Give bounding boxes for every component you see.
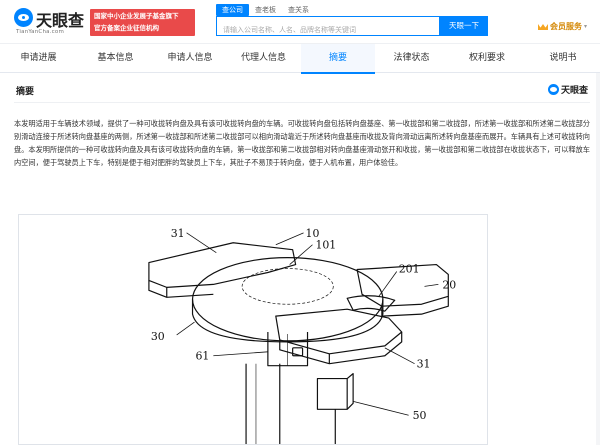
search-tab-boss[interactable]: 查老板 — [255, 6, 276, 14]
leader-31b — [384, 347, 415, 365]
search-tab-relation[interactable]: 查关系 — [288, 6, 309, 14]
site-logo[interactable]: 天眼查 TianYanCha.com — [14, 6, 84, 38]
label-101: 101 — [315, 239, 336, 252]
tab-abstract[interactable]: 摘要 — [301, 44, 375, 74]
crown-icon — [538, 21, 548, 31]
abstract-text: 本发明适用于车辆技术领域，提供了一种可收拢转向盘及具有该可收拢转向盘的车辆。可收… — [14, 119, 590, 167]
gov-badge: 国家中小企业发展子基金旗下 官方备案企业征信机构 — [90, 9, 195, 36]
eye-logo-icon — [547, 84, 559, 95]
abstract-section: 摘要 天眼查 本发明适用于车辆技术领域，提供了一种可收拢转向盘及具有该可收拢转向… — [14, 79, 590, 445]
leader-30 — [176, 321, 195, 336]
brand-watermark-text: 天眼查 — [560, 86, 588, 96]
brand-watermark: 天眼查 — [547, 83, 588, 96]
leader-10 — [275, 232, 304, 246]
patent-drawing-svg: 31 10 101 201 20 30 61 31 50 — [148, 227, 456, 444]
detail-nav-tabs: 申请进展 基本信息 申请人信息 代理人信息 摘要 法律状态 权利要求 说明书 — [0, 44, 600, 74]
leader-50 — [353, 400, 409, 416]
patent-drawing: 31 10 101 201 20 30 61 31 50 — [18, 214, 488, 445]
search-button[interactable]: 天眼一下 — [440, 16, 488, 36]
vip-label: 会员服务 — [550, 21, 582, 31]
chevron-down-icon: ▾ — [584, 22, 588, 30]
top-header: 天眼查 TianYanCha.com 国家中小企业发展子基金旗下 官方备案企业征… — [0, 0, 600, 44]
hidden-outline — [241, 268, 334, 305]
search-box — [216, 16, 440, 39]
label-30: 30 — [151, 330, 165, 343]
front-pad-side — [279, 331, 403, 365]
section-header: 摘要 天眼查 — [14, 79, 590, 103]
front-pad — [275, 308, 403, 355]
left-rear-pad-side — [148, 280, 214, 298]
section-title: 摘要 — [16, 87, 35, 97]
logo-url: TianYanCha.com — [16, 29, 65, 35]
label-10: 10 — [306, 227, 320, 240]
leader-201 — [378, 271, 398, 297]
tab-claims[interactable]: 权利要求 — [468, 53, 505, 63]
logo-text: 天眼查 — [36, 11, 85, 30]
hub-disc-top — [191, 257, 384, 342]
hub-block — [267, 331, 309, 367]
label-50: 50 — [413, 409, 427, 422]
leader-20 — [424, 284, 439, 287]
gov-badge-line1: 国家中小企业发展子基金旗下 — [94, 12, 179, 20]
tab-basic-info[interactable]: 基本信息 — [97, 53, 134, 63]
label-31-top: 31 — [171, 227, 185, 240]
label-61: 61 — [196, 350, 210, 363]
right-blank-area — [492, 214, 590, 445]
tab-agent-info[interactable]: 代理人信息 — [240, 53, 286, 63]
eye-logo-icon — [14, 8, 33, 27]
vip-service-menu[interactable]: 会员服务 ▾ — [538, 20, 587, 32]
page-scrollbar[interactable] — [596, 73, 600, 445]
gov-badge-line2: 官方备案企业征信机构 — [94, 24, 159, 32]
tab-specification[interactable]: 说明书 — [549, 53, 577, 63]
search-tab-company[interactable]: 查公司 — [216, 4, 249, 16]
label-201: 201 — [399, 262, 420, 275]
tab-legal-status[interactable]: 法律状态 — [393, 53, 430, 63]
search-type-tabs: 查公司 查老板 查关系 — [216, 4, 315, 16]
right-pad-side — [381, 296, 449, 317]
leader-31a — [186, 232, 217, 254]
hub-connector — [292, 347, 304, 357]
slide-groove — [346, 295, 396, 312]
leader-61 — [213, 351, 268, 357]
tab-applicant-info[interactable]: 申请人信息 — [167, 53, 213, 63]
search-input[interactable] — [217, 21, 439, 39]
label-20: 20 — [442, 278, 456, 291]
label-31-bottom: 31 — [417, 358, 431, 371]
leader-101 — [289, 244, 313, 265]
tab-application-progress[interactable]: 申请进展 — [20, 53, 57, 63]
left-rear-pad — [148, 242, 297, 288]
